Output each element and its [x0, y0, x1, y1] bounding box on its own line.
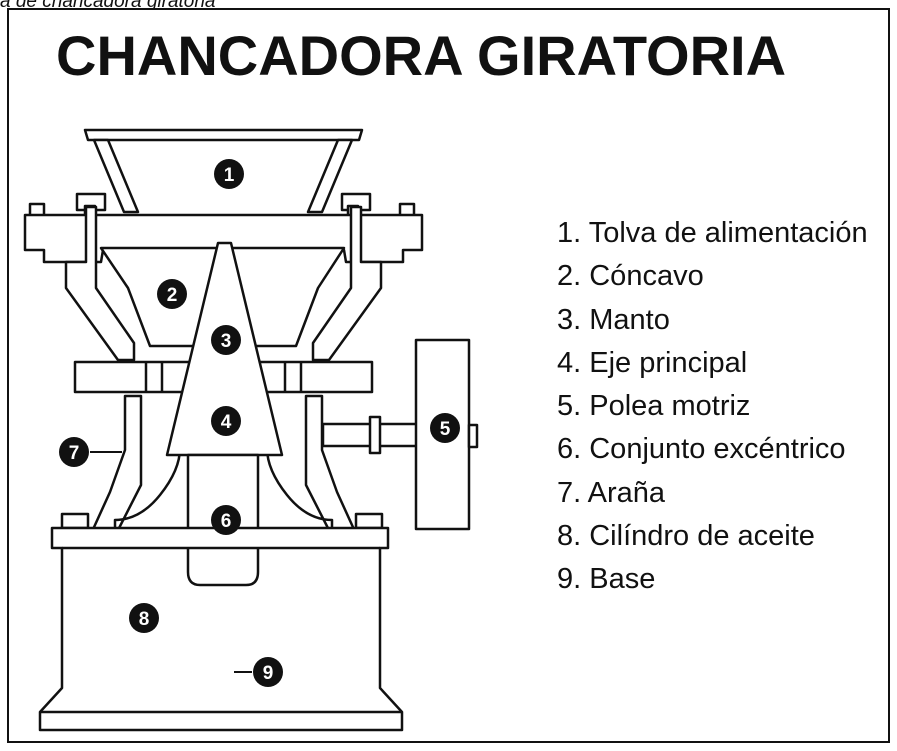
legend-item: 5. Polea motriz: [557, 390, 751, 423]
marker-2: 2: [157, 279, 187, 309]
base-part: [38, 526, 404, 732]
marker-1-label: 1: [224, 165, 235, 186]
marker-4: 4: [211, 406, 241, 436]
marker-6-label: 6: [221, 511, 232, 532]
marker-9-label: 9: [263, 663, 274, 684]
diagram-title: CHANCADORA GIRATORIA: [56, 24, 787, 87]
legend-item: 9. Base: [557, 563, 656, 596]
legend-item: 6. Conjunto excéntrico: [557, 433, 846, 466]
marker-2-label: 2: [167, 285, 178, 306]
marker-8-label: 8: [139, 609, 150, 630]
marker-3: 3: [211, 325, 241, 355]
legend-item: 3. Manto: [557, 303, 670, 336]
marker-4-label: 4: [221, 412, 232, 433]
marker-5-label: 5: [440, 419, 451, 440]
marker-5: 5: [430, 413, 460, 443]
eccentric-housing-part: [113, 447, 334, 536]
marker-1: 1: [214, 159, 244, 189]
legend-item: 1. Tolva de alimentación: [557, 217, 868, 249]
legend-item: 4. Eje principal: [557, 346, 748, 379]
legend-item: 8. Cilíndro de aceite: [557, 520, 815, 553]
base-bolts-part: [60, 512, 384, 530]
marker-9: 9: [253, 657, 283, 687]
parts-legend: 1. Tolva de alimentación 2. Cóncavo 3. M…: [557, 212, 868, 602]
marker-7: 7: [59, 437, 89, 467]
marker-6: 6: [211, 505, 241, 535]
legend-item: 2. Cóncavo: [557, 260, 704, 293]
marker-8: 8: [129, 603, 159, 633]
marker-7-label: 7: [69, 443, 80, 464]
legend-item: 7. Araña: [557, 476, 666, 509]
marker-3-label: 3: [221, 331, 232, 352]
